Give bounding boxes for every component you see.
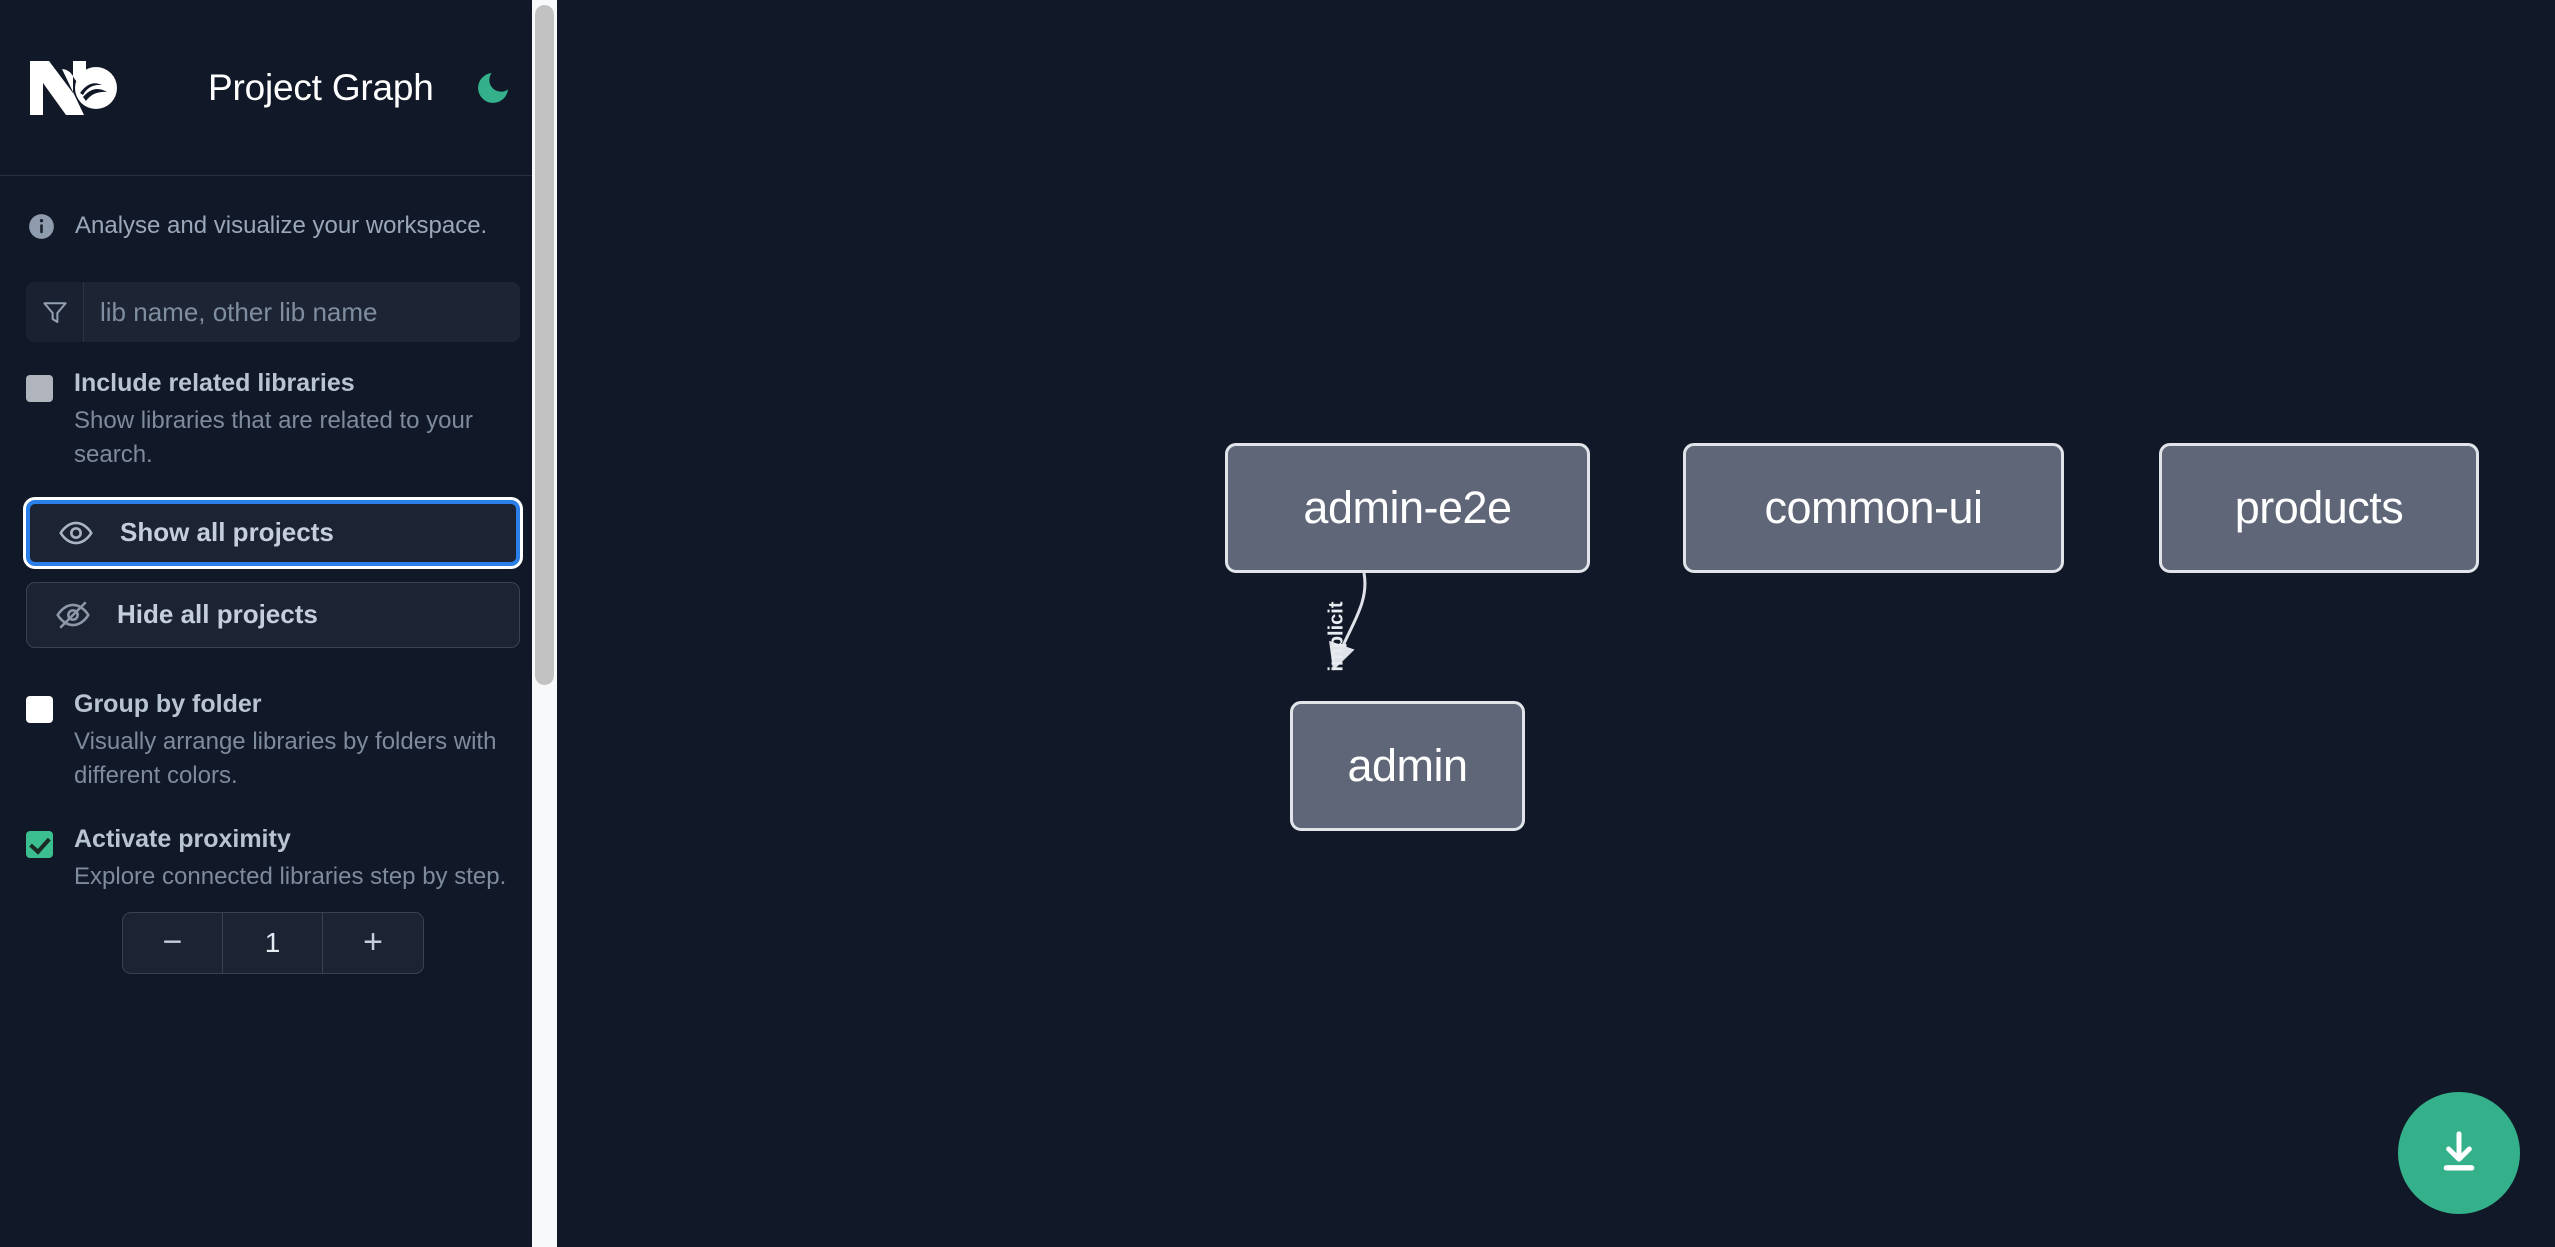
download-graph-button[interactable] (2398, 1092, 2520, 1214)
eye-off-icon (56, 601, 90, 629)
info-icon (29, 213, 54, 239)
proximity-decrement-button[interactable]: − (123, 912, 223, 973)
sidebar-scrollbar[interactable] (532, 0, 557, 1247)
graph-canvas[interactable]: implicit implicit admin-e2e common-ui pr… (557, 0, 2555, 1247)
option-texts: Group by folder Visually arrange librari… (74, 690, 520, 793)
search-box[interactable] (26, 282, 520, 342)
page-title: Project Graph (208, 66, 434, 108)
option-description: Show libraries that are related to your … (74, 406, 473, 468)
eye-icon (59, 521, 93, 545)
group-by-folder-checkbox[interactable] (26, 695, 53, 723)
option-include-related-libraries: Include related libraries Show libraries… (0, 342, 557, 472)
proximity-value: 1 (223, 912, 323, 973)
sidebar: Project Graph Analyse and visualize your… (0, 0, 557, 1247)
option-texts: Include related libraries Show libraries… (74, 369, 520, 472)
graph-node-admin-e2e[interactable]: admin-e2e (1225, 443, 1590, 573)
activate-proximity-checkbox[interactable] (26, 830, 53, 858)
graph-node-products[interactable]: products (2159, 443, 2479, 573)
sidebar-header: Project Graph (0, 0, 557, 176)
info-banner: Analyse and visualize your workspace. (0, 176, 557, 240)
edge-label-admin: implicit (1325, 601, 1348, 672)
filter-glyph (42, 302, 67, 323)
projects-buttons: Show all projects Hide all projects (0, 472, 557, 648)
search-input[interactable] (84, 282, 520, 342)
search-section (0, 240, 557, 342)
option-group-by-folder: Group by folder Visually arrange librari… (0, 648, 557, 793)
nx-logo (30, 60, 117, 115)
hide-all-projects-label: Hide all projects (117, 599, 318, 630)
show-all-projects-label: Show all projects (120, 517, 334, 548)
option-title: Group by folder (74, 689, 262, 718)
download-icon (2443, 1131, 2475, 1171)
option-description: Visually arrange libraries by folders wi… (74, 727, 497, 789)
option-title: Activate proximity (74, 824, 291, 853)
option-title: Include related libraries (74, 369, 355, 397)
proximity-stepper-wrap: − 1 + (0, 894, 557, 974)
sidebar-scrollbar-thumb[interactable] (535, 5, 554, 685)
proximity-stepper: − 1 + (122, 911, 424, 974)
proximity-increment-button[interactable]: + (363, 923, 383, 962)
graph-node-admin[interactable]: admin (1290, 701, 1525, 831)
graph-edges (1329, 572, 1367, 671)
option-activate-proximity: Activate proximity Explore connected lib… (0, 793, 557, 894)
moon-icon[interactable] (470, 65, 516, 111)
graph-node-common-ui[interactable]: common-ui (1683, 443, 2064, 573)
option-texts: Activate proximity Explore connected lib… (74, 825, 506, 894)
option-description: Explore connected libraries step by step… (74, 862, 507, 890)
sidebar-body: Analyse and visualize your workspace. In… (0, 176, 557, 974)
filter-icon (26, 282, 84, 342)
include-related-libraries-checkbox[interactable] (26, 375, 53, 402)
show-all-projects-button[interactable]: Show all projects (26, 499, 520, 566)
moon-glyph (477, 72, 508, 103)
info-text: Analyse and visualize your workspace. (75, 212, 488, 239)
hide-all-projects-button[interactable]: Hide all projects (26, 581, 520, 648)
